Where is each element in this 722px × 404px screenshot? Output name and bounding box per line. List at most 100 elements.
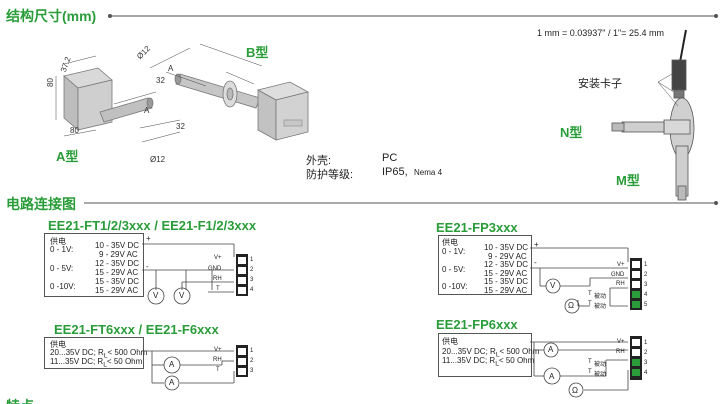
- fp6-term-vplus: V+: [617, 339, 625, 345]
- ft6-wiring: [142, 345, 248, 391]
- fp3-row-3-v1: 15 - 35V DC: [484, 277, 529, 286]
- housing-value: PC: [382, 152, 398, 164]
- fp6-num-3: 3: [644, 360, 648, 366]
- ft6-num-1: 1: [250, 348, 254, 354]
- fp3-num-4: 4: [644, 292, 648, 298]
- features-title-partial: 特点: [6, 396, 34, 404]
- type-m-label: M型: [616, 173, 640, 188]
- fp3-row-1-out: 0 - 1V:: [442, 247, 466, 256]
- ft6-num-3: 3: [250, 368, 254, 374]
- fp3-row-2-v1: 12 - 35V DC: [484, 260, 529, 269]
- fp3-row-2-out: 0 - 5V:: [442, 265, 466, 274]
- protection-value: IP65,: [382, 166, 408, 178]
- fp3-term-gnd: GND: [611, 272, 625, 278]
- dim-height: 80: [45, 78, 55, 87]
- dim-diameter-a: Ø12: [150, 155, 166, 164]
- fp3-supply: 供电: [442, 238, 458, 247]
- fp3-num-1: 1: [644, 262, 648, 268]
- fp3-num-5: 5: [644, 302, 648, 308]
- ft6-model: EE21-FT6xxx / EE21-F6xxx: [54, 322, 219, 337]
- ft-term-vplus: V+: [214, 255, 222, 261]
- fp3-wiring: [530, 247, 642, 314]
- ft6-meter-1: A: [169, 360, 175, 369]
- fp6-num-2: 2: [644, 350, 648, 356]
- ft6-num-2: 2: [250, 358, 254, 364]
- ft-num-4: 4: [250, 287, 254, 293]
- fp3-row-3-v2: 15 - 29V AC: [484, 286, 528, 295]
- ft-row-2-out: 0 - 5V:: [50, 264, 74, 273]
- fp6-model: EE21-FP6xxx: [436, 317, 518, 332]
- fp3-term-t2: T: [588, 301, 592, 307]
- dim-32-bottom: 32: [176, 122, 185, 131]
- fp6-num-4: 4: [644, 370, 648, 376]
- ft6-term-vplus: V+: [214, 347, 222, 353]
- ft-row-3-v2: 15 - 29V AC: [95, 286, 139, 295]
- fp6-supply: 供电: [442, 337, 458, 346]
- fp6-terminal-block: [630, 336, 642, 380]
- fp6-meter-1: A: [548, 345, 554, 354]
- ft-term-rh: RH: [213, 276, 222, 282]
- type-b-housing: [174, 73, 310, 141]
- fp6-meter-2: A: [549, 372, 555, 381]
- ft6-meter-2: A: [169, 378, 175, 387]
- clip-label: 安装卡子: [578, 78, 622, 90]
- ft-row-3-out: 0 -10V:: [50, 282, 76, 291]
- ft-row-1-v2: 9 - 29V AC: [99, 250, 138, 259]
- ft6-terminal-block: [236, 345, 248, 377]
- fp6-sensor-2: 被动: [594, 372, 607, 378]
- fp3-num-3: 3: [644, 282, 648, 288]
- ft-num-3: 3: [250, 277, 254, 283]
- fp6-num-1: 1: [644, 340, 648, 346]
- fp6-wiring: [530, 336, 642, 398]
- dim-32-top: 32: [156, 76, 165, 85]
- type-a-label: A型: [56, 149, 79, 164]
- ft-terminal-block: [236, 254, 248, 296]
- ft-term-t: T: [216, 286, 220, 292]
- ft-minus: -: [146, 262, 149, 271]
- ft-meter-2: V: [179, 291, 185, 300]
- type-a-housing: [63, 67, 154, 131]
- ft-row-2-v2: 15 - 29V AC: [95, 268, 139, 277]
- ft-supply-box: [44, 233, 144, 297]
- wiring-title-rule: [84, 201, 718, 205]
- fp3-row-1-v2: 9 - 29V AC: [488, 252, 527, 261]
- ft-row-3-v1: 15 - 35V DC: [95, 277, 140, 286]
- ft6-supply-box: [44, 337, 144, 369]
- ft-model: EE21-FT1/2/3xxx / EE21-F1/2/3xxx: [48, 218, 257, 233]
- fp6-term-t1: T: [588, 359, 592, 365]
- fp3-supply-box: [438, 235, 532, 295]
- fp3-term-rh: RH: [616, 281, 625, 287]
- ft-term-gnd: GND: [208, 266, 222, 272]
- fp6-line-2: 11...35V DC; RL< 50 Ohm: [442, 356, 535, 368]
- wiring-title: 电路连接图: [6, 196, 76, 212]
- ft-row-2-v1: 12 - 35V DC: [95, 259, 140, 268]
- ft-plus: +: [146, 234, 151, 243]
- fp3-ohm: Ω: [568, 301, 574, 310]
- fp6-supply-box: [438, 333, 532, 377]
- ft-row-1-out: 0 - 1V:: [50, 245, 74, 254]
- fp6-term-rh: RH: [616, 349, 625, 355]
- type-n-label: N型: [560, 125, 583, 140]
- fp3-minus: -: [534, 258, 537, 267]
- protection-extra: Nema 4: [414, 168, 443, 177]
- ft6-line-1: 20...35V DC; RL< 500 Ohm: [50, 348, 148, 360]
- ft6-line-2: 11...35V DC; RL< 50 Ohm: [50, 357, 143, 369]
- ft6-term-t: T: [216, 367, 220, 373]
- ft-num-1: 1: [250, 257, 254, 263]
- ft-wiring: [142, 243, 248, 305]
- fp6-sensor-1: 被动: [594, 362, 607, 368]
- fp3-sensor-1: 被动: [594, 294, 607, 300]
- fp3-meter: V: [550, 281, 556, 290]
- fp3-row-1-v1: 10 - 35V DC: [484, 243, 529, 252]
- dimensions-title: 结构尺寸(mm): [6, 8, 97, 24]
- fp3-model: EE21-FP3xxx: [436, 220, 518, 235]
- fp3-plus: +: [534, 240, 539, 249]
- fp3-row-2-v2: 15 - 29V AC: [484, 269, 528, 278]
- dimensions-title-rule: [108, 14, 718, 18]
- type-b-label: B型: [246, 45, 269, 60]
- protection-label: 防护等级:: [306, 169, 354, 181]
- fp6-line-1: 20...35V DC; RL< 500 Ohm: [442, 347, 540, 359]
- fp3-row-3-out: 0 -10V:: [442, 282, 468, 291]
- fp6-ohm: Ω: [572, 386, 578, 395]
